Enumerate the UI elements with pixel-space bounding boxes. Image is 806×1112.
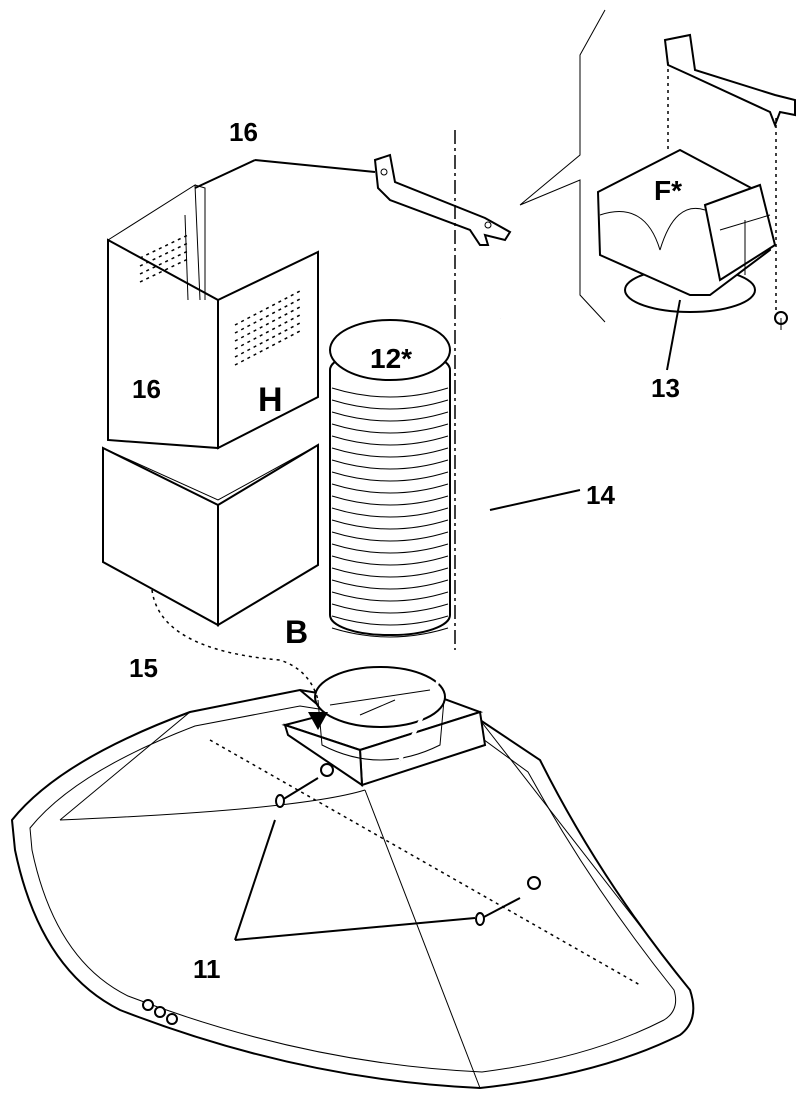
fixing-screw xyxy=(275,777,319,808)
duct-ring xyxy=(331,411,449,422)
duct-ring xyxy=(331,399,449,410)
leader-14 xyxy=(489,489,581,511)
label-15: 15 xyxy=(129,653,158,683)
wall-bracket-16 xyxy=(373,153,512,246)
screw-hole xyxy=(527,876,541,890)
duct-ring xyxy=(331,615,449,626)
duct-ring xyxy=(331,603,449,614)
label-14: 14 xyxy=(586,480,615,510)
control-knob xyxy=(166,1013,178,1025)
motor-housing xyxy=(281,666,487,787)
label-H: H xyxy=(258,381,283,419)
leader-13 xyxy=(666,299,681,371)
chimney-lower xyxy=(102,443,319,627)
power-cable-14 xyxy=(398,317,502,761)
duct-ring xyxy=(331,447,449,458)
leader-15-dotted xyxy=(151,589,319,701)
duct-ring xyxy=(331,483,449,494)
duct-ring xyxy=(331,435,449,446)
duct-ring xyxy=(331,495,449,506)
label-F: F* xyxy=(654,175,682,206)
leader-16-top xyxy=(194,159,376,189)
label-11: 11 xyxy=(193,954,221,984)
duct-ring xyxy=(331,471,449,482)
duct-ring xyxy=(331,567,449,578)
leader-11 xyxy=(234,819,476,941)
duct-ring xyxy=(331,459,449,470)
fixing-screw xyxy=(475,897,521,926)
duct-ring xyxy=(331,591,449,602)
label-16-side: 16 xyxy=(132,374,161,404)
arrow-head-B xyxy=(308,712,328,730)
chimney-upper-H xyxy=(107,184,319,450)
duct-ring xyxy=(331,627,449,638)
control-knob xyxy=(154,1006,166,1018)
hood-canopy xyxy=(10,688,695,1090)
arrow-B xyxy=(299,689,319,706)
duct-ring xyxy=(331,507,449,518)
duct-ring xyxy=(331,423,449,434)
duct-ring xyxy=(331,579,449,590)
control-knob xyxy=(142,999,154,1011)
screw-hole xyxy=(320,763,334,777)
flexible-duct-12 xyxy=(329,319,451,638)
detail-inset xyxy=(519,9,796,330)
duct-ring xyxy=(331,387,449,398)
duct-ring xyxy=(331,543,449,554)
label-16-top: 16 xyxy=(229,117,258,147)
label-12: 12* xyxy=(370,343,412,374)
label-13: 13 xyxy=(651,373,680,403)
duct-ring xyxy=(331,555,449,566)
label-B: B xyxy=(285,614,308,650)
duct-ring xyxy=(331,519,449,530)
duct-ring xyxy=(331,531,449,542)
